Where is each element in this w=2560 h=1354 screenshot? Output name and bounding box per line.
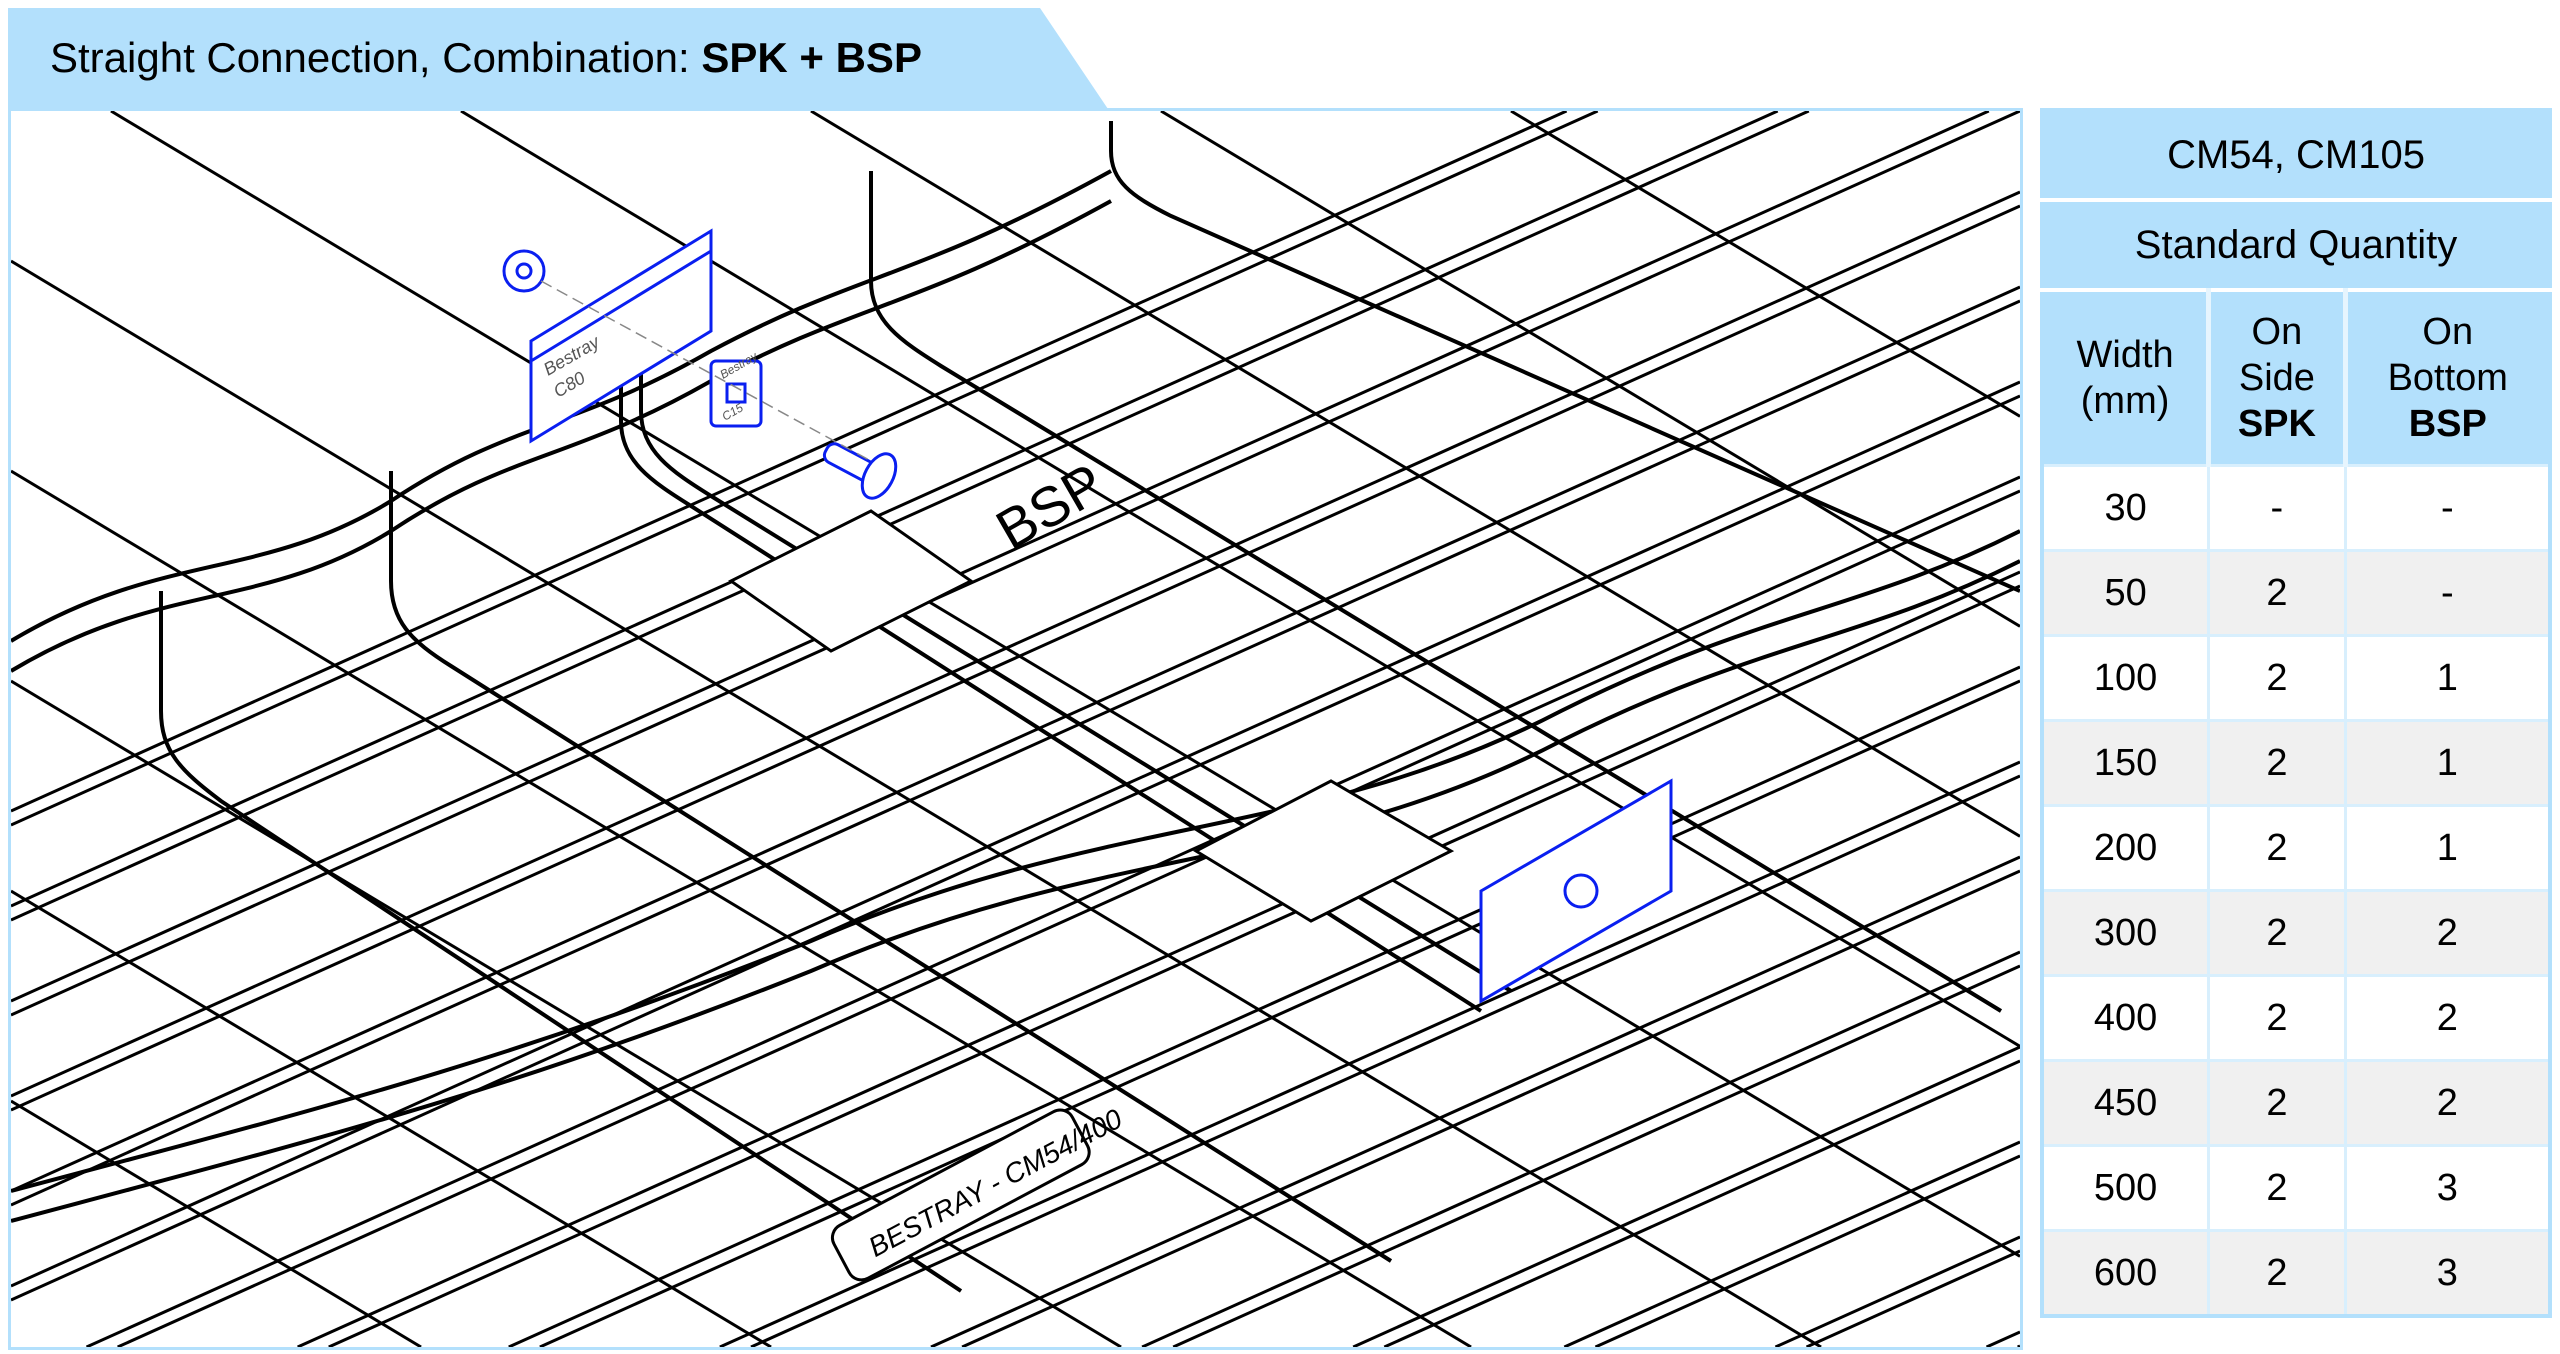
cell-spk: 2 — [2207, 634, 2347, 722]
header-title-combination: SPK + BSP — [701, 34, 922, 81]
cell-bsp: 2 — [2343, 889, 2552, 977]
cell-width: 150 — [2040, 719, 2211, 807]
cell-width: 100 — [2040, 634, 2211, 722]
longitudinal-wire — [1563, 1140, 2020, 1347]
longitudinal-wire — [11, 111, 1599, 827]
spk-connector-bottom — [1479, 778, 1673, 1004]
cross-wire — [11, 469, 1472, 1347]
cell-bsp: 2 — [2343, 1059, 2552, 1147]
longitudinal-wire — [11, 111, 1779, 908]
cell-spk: 2 — [2207, 1229, 2347, 1318]
cross-wire — [810, 111, 2020, 838]
tray-side-wires — [11, 121, 2020, 1293]
wire-tray-illustration: Bestray C80 Bestray C15 BSP BESTRAY - CM… — [11, 111, 2020, 1347]
cell-width: 200 — [2040, 804, 2211, 892]
longitudinal-wire — [328, 584, 2020, 1347]
cell-bsp: 3 — [2343, 1229, 2552, 1318]
cross-wire — [110, 111, 2020, 1258]
page-header: Straight Connection, Combination: SPK + … — [8, 8, 1108, 109]
cell-bsp: - — [2343, 549, 2552, 637]
longitudinal-wire — [2017, 1344, 2020, 1347]
cell-bsp: 1 — [2343, 804, 2552, 892]
cell-width: 300 — [2040, 889, 2211, 977]
cell-bsp: - — [2343, 464, 2552, 552]
cell-spk: 2 — [2207, 804, 2347, 892]
cell-spk: 2 — [2207, 1144, 2347, 1232]
cross-wire — [1510, 111, 2020, 418]
longitudinal-wire — [11, 111, 1810, 922]
cell-bsp: 2 — [2343, 974, 2552, 1062]
cell-width: 50 — [2040, 549, 2211, 637]
cell-spk: 2 — [2207, 889, 2347, 977]
cross-wire — [11, 1099, 422, 1347]
longitudinal-wire — [11, 190, 2020, 1098]
cell-width: 450 — [2040, 1059, 2211, 1147]
cell-width: 400 — [2040, 974, 2211, 1062]
cell-width: 600 — [2040, 1229, 2211, 1318]
longitudinal-wire — [1774, 1235, 2020, 1347]
longitudinal-wire — [1383, 1059, 2020, 1347]
longitudinal-wire — [539, 679, 2020, 1347]
cell-spk: 2 — [2207, 974, 2347, 1062]
longitudinal-wire — [1805, 1249, 2020, 1347]
longitudinal-wire — [1141, 950, 2020, 1347]
cell-spk: 2 — [2207, 549, 2347, 637]
longitudinal-wire — [11, 299, 2020, 1207]
longitudinal-wire — [11, 380, 2020, 1288]
wire-mesh — [11, 111, 2020, 1347]
longitudinal-wire — [117, 489, 2020, 1347]
assembly-drawing: Bestray C80 Bestray C15 BSP BESTRAY - CM… — [8, 108, 2023, 1350]
bsp-callout-label: BSP — [986, 451, 1115, 562]
longitudinal-wire — [297, 570, 2020, 1347]
cross-wire — [460, 111, 2020, 1048]
bsp-clips — [728, 509, 1455, 923]
cell-spk: 2 — [2207, 719, 2347, 807]
longitudinal-wire — [11, 111, 1568, 813]
longitudinal-wire — [11, 204, 2020, 1112]
column-header-width: Width(mm) — [2042, 288, 2211, 467]
longitudinal-wire — [1594, 1154, 2020, 1347]
longitudinal-wire — [11, 111, 2020, 1017]
spk-connector-top — [502, 228, 898, 500]
longitudinal-wire — [961, 869, 2020, 1347]
longitudinal-wire — [11, 111, 1990, 1003]
table-subtitle: Standard Quantity — [2040, 198, 2552, 292]
cross-wire — [11, 259, 1822, 1347]
longitudinal-wire — [85, 475, 2020, 1347]
cell-width: 30 — [2040, 464, 2211, 552]
standard-quantity-table: CM54, CM105 Standard Quantity Width(mm) … — [2040, 108, 2552, 1318]
cell-spk: 2 — [2207, 1059, 2347, 1147]
header-title: Straight Connection, Combination: SPK + … — [50, 34, 922, 82]
cell-spk: - — [2207, 464, 2347, 552]
longitudinal-wire — [1352, 1045, 2020, 1347]
longitudinal-wire — [11, 394, 2020, 1302]
longitudinal-wire — [1172, 964, 2020, 1347]
nut-icon — [1563, 873, 1599, 909]
longitudinal-wire — [11, 285, 2020, 1193]
longitudinal-wire — [508, 665, 2020, 1347]
cross-wire — [1160, 111, 2020, 628]
longitudinal-wire — [1985, 1330, 2020, 1347]
table-row: 30-- — [2040, 464, 2552, 552]
cell-bsp: 1 — [2343, 634, 2552, 722]
cell-bsp: 3 — [2343, 1144, 2552, 1232]
longitudinal-wire — [719, 760, 2020, 1347]
cell-bsp: 1 — [2343, 719, 2552, 807]
header-title-text: Straight Connection, Combination: — [50, 34, 702, 81]
table-title: CM54, CM105 — [2040, 108, 2552, 202]
cell-width: 500 — [2040, 1144, 2211, 1232]
